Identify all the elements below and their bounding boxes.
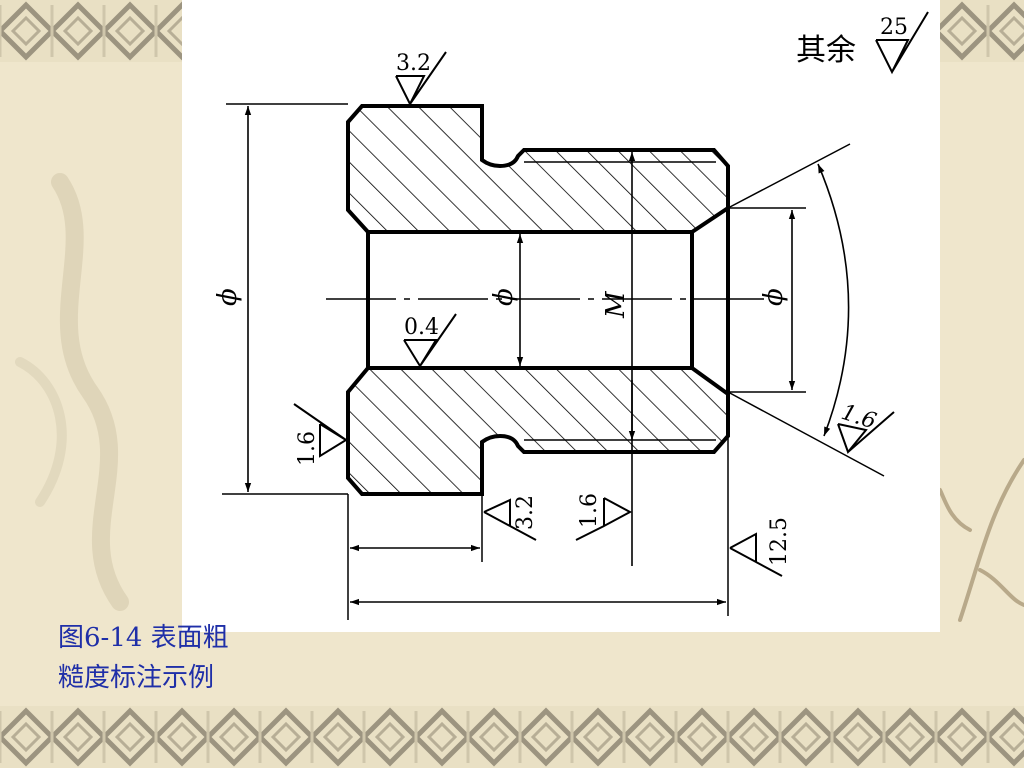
svg-text:1.6: 1.6 [577, 493, 602, 528]
bore-outline [366, 208, 730, 394]
svg-text:3.2: 3.2 [396, 51, 431, 76]
figure-caption: 图6-14 表面粗 糙度标注示例 [58, 618, 288, 698]
roughness-symbol-flange-left: 1.6 [293, 403, 348, 466]
svg-text:1.6: 1.6 [838, 400, 879, 435]
roughness-symbol-default: 其余 25 [796, 11, 929, 75]
figure-caption-line-2: 糙度标注示例 [58, 663, 215, 693]
roughness-symbol-right-face: 12.5 [729, 517, 792, 577]
svg-text:25: 25 [880, 15, 908, 40]
roughness-symbol-flange-right: 3.2 [483, 495, 538, 541]
bore-diameter-symbol: ϕ [489, 288, 519, 306]
roughness-symbol-chamfer: 1.6 [837, 400, 895, 455]
extension-lines [222, 103, 885, 620]
svg-text:其余: 其余 [796, 33, 856, 68]
thread-lines [524, 161, 716, 441]
section-bottom [346, 366, 730, 496]
svg-text:12.5: 12.5 [767, 517, 792, 566]
svg-text:1.6: 1.6 [295, 431, 320, 466]
decorative-border-bottom [0, 706, 1024, 768]
roughness-symbol-bore: 0.4 [403, 313, 457, 368]
chamfer-diameter-symbol: ϕ [759, 288, 789, 306]
decorative-ink-wash-left [15, 173, 129, 611]
decorative-branch-right [940, 458, 1024, 622]
roughness-symbol-thread-face: 1.6 [575, 493, 633, 541]
section-top [346, 104, 730, 234]
svg-text:0.4: 0.4 [404, 315, 439, 340]
svg-text:3.2: 3.2 [513, 495, 538, 530]
dimension-lines [244, 106, 850, 606]
outer-diameter-symbol: ϕ [213, 288, 243, 306]
roughness-symbol-top-flange: 3.2 [395, 51, 447, 107]
drawing-panel [182, 0, 940, 632]
figure-caption-line-1: 图6-14 表面粗 [58, 623, 229, 653]
thread-symbol: M [601, 290, 631, 319]
